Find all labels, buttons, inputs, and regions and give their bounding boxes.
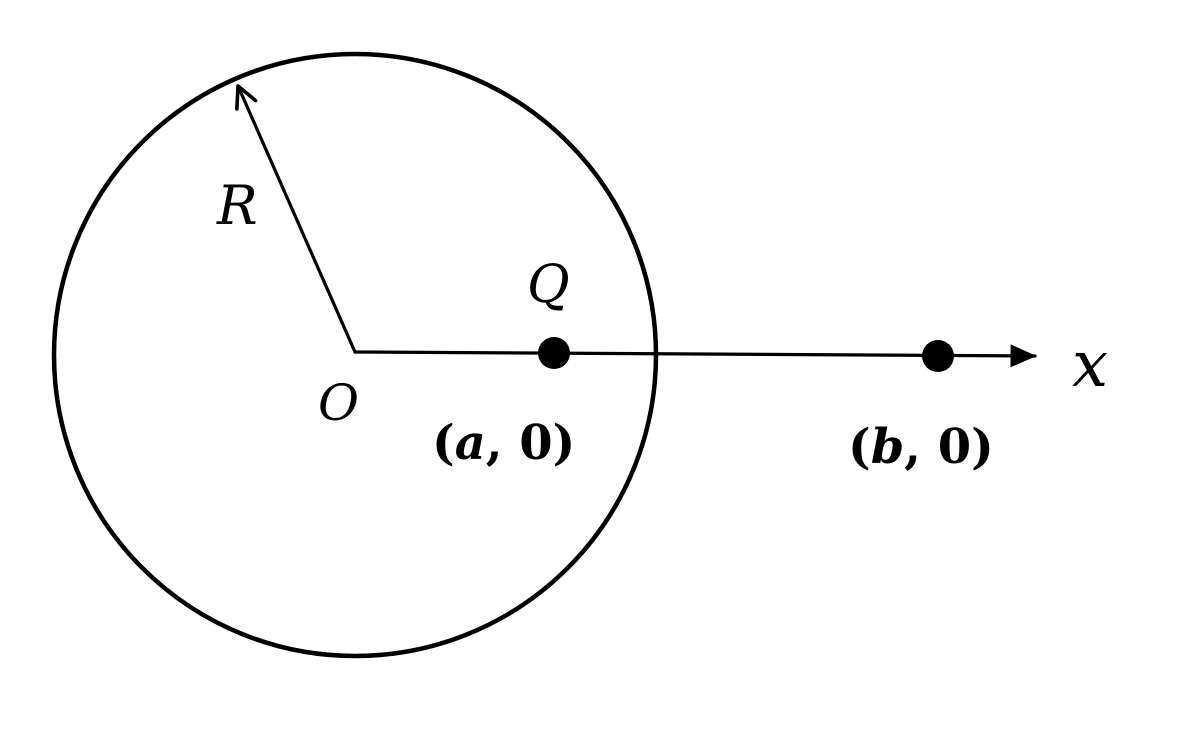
radius-arrow bbox=[235, 84, 357, 354]
charge-label: Q bbox=[527, 255, 570, 315]
axis-label: x bbox=[1072, 328, 1108, 402]
point-a-coordinate: (a, 0) bbox=[432, 415, 575, 471]
center-label: O bbox=[318, 374, 359, 432]
radius-label: R bbox=[216, 174, 258, 237]
point-b-rest: , 0) bbox=[904, 419, 994, 475]
point-a-variable: a bbox=[455, 415, 486, 471]
point-a-open-paren: ( bbox=[432, 415, 455, 471]
point-a-rest: , 0) bbox=[486, 415, 576, 471]
point-b-open-paren: ( bbox=[848, 419, 871, 475]
point-b-variable: b bbox=[871, 419, 905, 475]
charge-point-a bbox=[538, 337, 570, 369]
point-b-coordinate: (b, 0) bbox=[848, 419, 994, 475]
x-axis bbox=[353, 344, 1037, 368]
point-b bbox=[922, 340, 954, 372]
